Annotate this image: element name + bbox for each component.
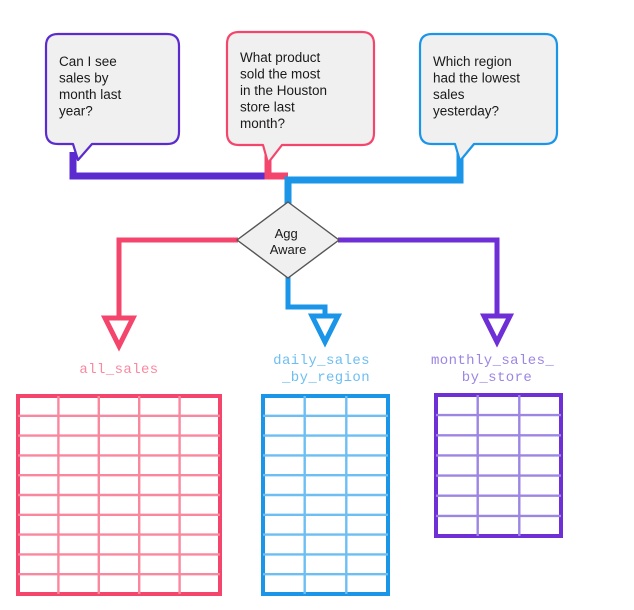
bubble-houston-product[interactable]: What product sold the most in the Housto… bbox=[225, 30, 376, 165]
agg-aware-node[interactable]: Agg Aware bbox=[235, 201, 341, 279]
bubble-sales-by-month-shape bbox=[44, 32, 181, 162]
connector-to-monthly-sales bbox=[338, 237, 500, 316]
arrowhead-monthly-sales bbox=[479, 313, 515, 348]
connector-to-all-sales bbox=[116, 237, 238, 318]
table-monthly-sales-by-store-grid bbox=[436, 395, 561, 536]
bubble-lowest-region-text: Which region had the lowest sales yester… bbox=[433, 54, 554, 119]
table-all-sales-grid bbox=[18, 396, 220, 594]
bubble-houston-product-text: What product sold the most in the Housto… bbox=[240, 50, 361, 131]
table-all-sales[interactable] bbox=[16, 394, 222, 596]
table-monthly-sales-by-store-border bbox=[434, 393, 563, 538]
connector-to-daily-sales bbox=[285, 277, 328, 316]
bubble-lowest-region-shape bbox=[418, 32, 559, 163]
arrowhead-daily-sales bbox=[307, 313, 343, 348]
table-daily-sales-by-region-label: daily_sales _by_region bbox=[273, 353, 379, 386]
connector-purple-bus bbox=[69, 152, 268, 180]
table-monthly-sales-by-store-label: monthly_sales_ by_store bbox=[431, 353, 563, 386]
bubble-houston-product-shape bbox=[225, 30, 376, 165]
table-all-sales-label: all_sales bbox=[79, 362, 158, 378]
arrowhead-all-sales bbox=[100, 315, 138, 352]
table-monthly-sales-by-store[interactable] bbox=[434, 393, 563, 538]
bubble-lowest-region[interactable]: Which region had the lowest sales yester… bbox=[418, 32, 559, 163]
table-daily-sales-by-region[interactable] bbox=[261, 394, 390, 596]
bubble-sales-by-month-text: Can I see sales by month last year? bbox=[59, 54, 155, 119]
agg-aware-label: Agg Aware bbox=[270, 226, 307, 257]
agg-aware-diamond-shape bbox=[235, 201, 341, 279]
bubble-sales-by-month[interactable]: Can I see sales by month last year? bbox=[44, 32, 181, 162]
connector-blue-bus bbox=[284, 152, 464, 204]
table-daily-sales-by-region-grid bbox=[263, 396, 388, 594]
